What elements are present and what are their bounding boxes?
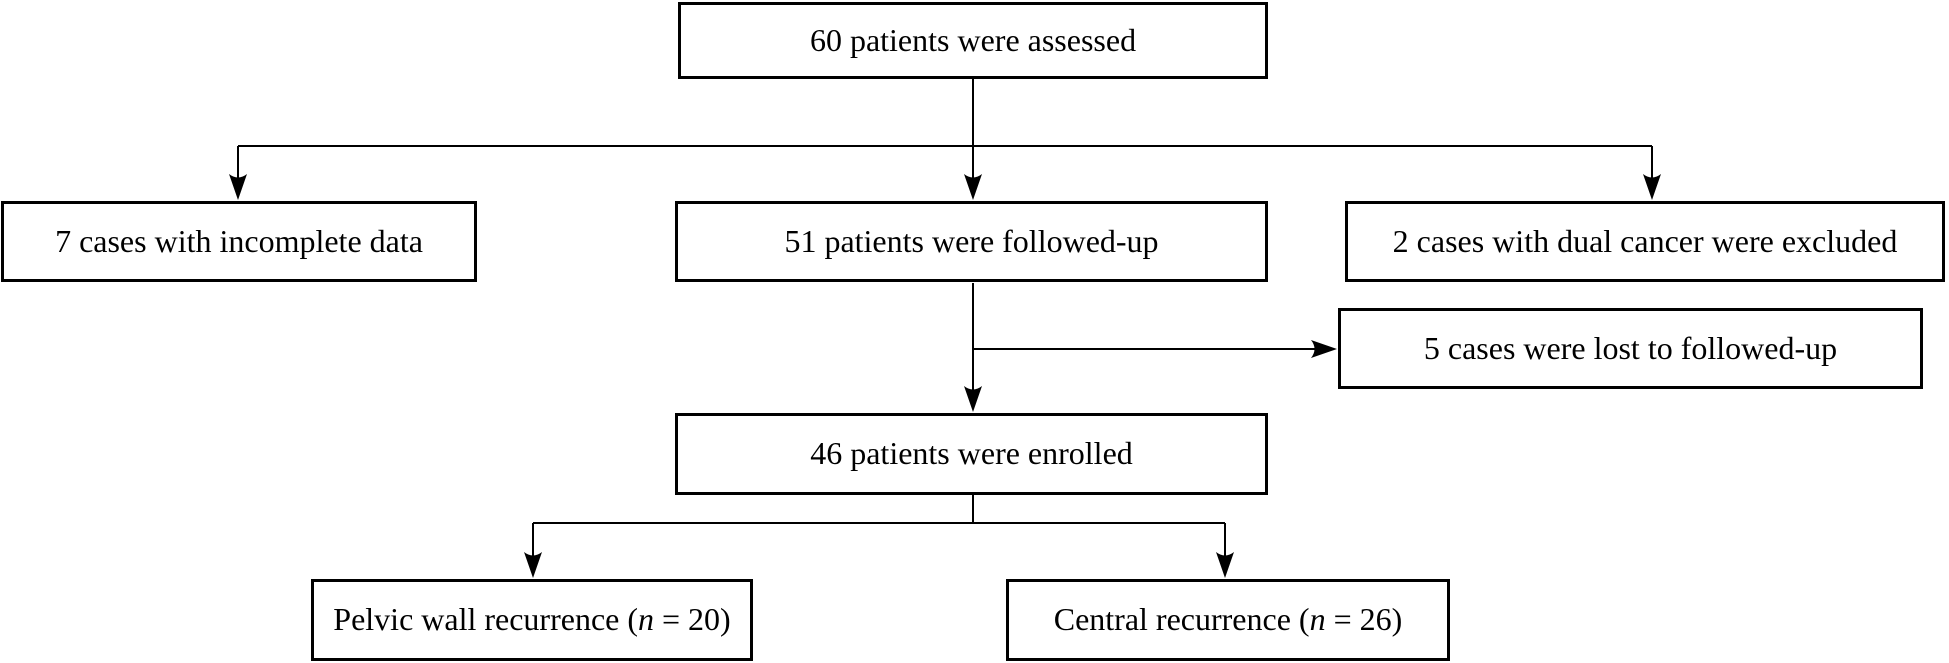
node-followed-up: 51 patients were followed-up	[675, 201, 1268, 282]
label-n-variable: n	[638, 601, 654, 638]
arrowhead-lost	[1311, 340, 1337, 358]
arrowhead-dual-cancer	[1643, 174, 1661, 200]
arrowhead-enrolled	[964, 386, 982, 412]
label-suffix: = 20)	[654, 601, 731, 638]
node-incomplete-data: 7 cases with incomplete data	[1, 201, 477, 282]
label-prefix: Pelvic wall recurrence (	[333, 601, 638, 638]
node-label: Pelvic wall recurrence (n = 20)	[333, 602, 730, 637]
arrowhead-followed-up	[964, 174, 982, 200]
label-n-variable: n	[1309, 601, 1326, 638]
node-label: 46 patients were enrolled	[810, 435, 1133, 472]
node-patients-enrolled: 46 patients were enrolled	[675, 413, 1268, 495]
node-patients-assessed: 60 patients were assessed	[678, 2, 1268, 79]
node-label: 2 cases with dual cancer were excluded	[1392, 222, 1898, 259]
node-label: 60 patients were assessed	[809, 21, 1137, 58]
node-pelvic-wall-recurrence: Pelvic wall recurrence (n = 20)	[311, 579, 753, 661]
node-label: 5 cases were lost to followed-up	[1423, 329, 1838, 366]
node-lost-to-follow-up: 5 cases were lost to followed-up	[1338, 308, 1923, 389]
arrowhead-central	[1216, 552, 1234, 578]
label-suffix: = 26)	[1325, 601, 1403, 638]
node-dual-cancer-excluded: 2 cases with dual cancer were excluded	[1345, 201, 1945, 282]
node-label: 51 patients were followed-up	[784, 222, 1159, 259]
node-central-recurrence: Central recurrence (n = 26)	[1006, 579, 1450, 661]
node-label: Central recurrence (n = 26)	[1054, 602, 1403, 637]
arrowhead-incomplete	[229, 174, 247, 200]
node-label: 7 cases with incomplete data	[55, 222, 423, 259]
label-prefix: Central recurrence (	[1053, 601, 1310, 638]
arrowhead-pelvic	[524, 552, 542, 578]
